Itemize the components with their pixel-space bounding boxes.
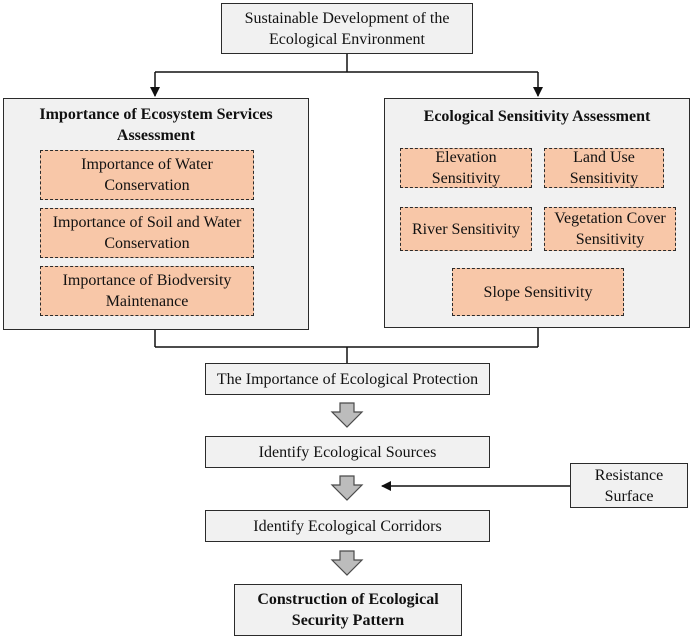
biodiversity-maintenance-box: Importance of Biodversity Maintenance (40, 266, 254, 316)
biodiversity-maintenance-label: Importance of Biodversity Maintenance (62, 272, 232, 310)
importance-protection-box: The Importance of Ecological Protection (205, 363, 490, 395)
vegetation-cover-sensitivity-box: Vegetation Cover Sensitivity (544, 207, 676, 251)
elevation-sensitivity-label: Elevation Sensitivity (431, 149, 501, 187)
slope-sensitivity-label: Slope Sensitivity (483, 283, 593, 301)
soil-water-conservation-box: Importance of Soil and Water Conservatio… (40, 208, 254, 258)
security-pattern-label: Construction of Ecological Security Patt… (257, 591, 439, 629)
river-sensitivity-box: River Sensitivity (400, 207, 532, 251)
block-arrow-1 (330, 402, 364, 428)
elevation-sensitivity-box: Elevation Sensitivity (400, 148, 532, 188)
top-box: Sustainable Development of the Ecologica… (221, 3, 473, 54)
top-box-label: Sustainable Development of the Ecologica… (244, 9, 450, 48)
ecological-corridors-box: Identify Ecological Corridors (205, 510, 490, 542)
ecological-corridors-label: Identify Ecological Corridors (253, 517, 442, 535)
slope-sensitivity-box: Slope Sensitivity (452, 268, 624, 316)
resistance-surface-label: Resistance Surface (594, 466, 664, 505)
water-conservation-label: Importance of Water Conservation (81, 156, 213, 194)
block-arrow-3 (330, 550, 364, 576)
ecological-sources-label: Identify Ecological Sources (258, 443, 437, 461)
resistance-surface-box: Resistance Surface (570, 463, 688, 508)
ecological-sources-box: Identify Ecological Sources (205, 436, 490, 468)
water-conservation-box: Importance of Water Conservation (40, 150, 254, 200)
river-sensitivity-label: River Sensitivity (412, 220, 520, 238)
land-use-sensitivity-label: Land Use Sensitivity (569, 149, 639, 187)
vegetation-cover-sensitivity-label: Vegetation Cover Sensitivity (554, 210, 666, 248)
ecological-sensitivity-title: Ecological Sensitivity Assessment (423, 108, 651, 125)
ecosystem-services-title: Importance of Ecosystem Services Assessm… (39, 106, 273, 144)
block-arrow-2 (330, 475, 364, 501)
land-use-sensitivity-box: Land Use Sensitivity (544, 148, 664, 188)
importance-protection-label: The Importance of Ecological Protection (216, 370, 479, 388)
soil-water-conservation-label: Importance of Soil and Water Conservatio… (52, 214, 242, 252)
security-pattern-box: Construction of Ecological Security Patt… (234, 584, 462, 636)
